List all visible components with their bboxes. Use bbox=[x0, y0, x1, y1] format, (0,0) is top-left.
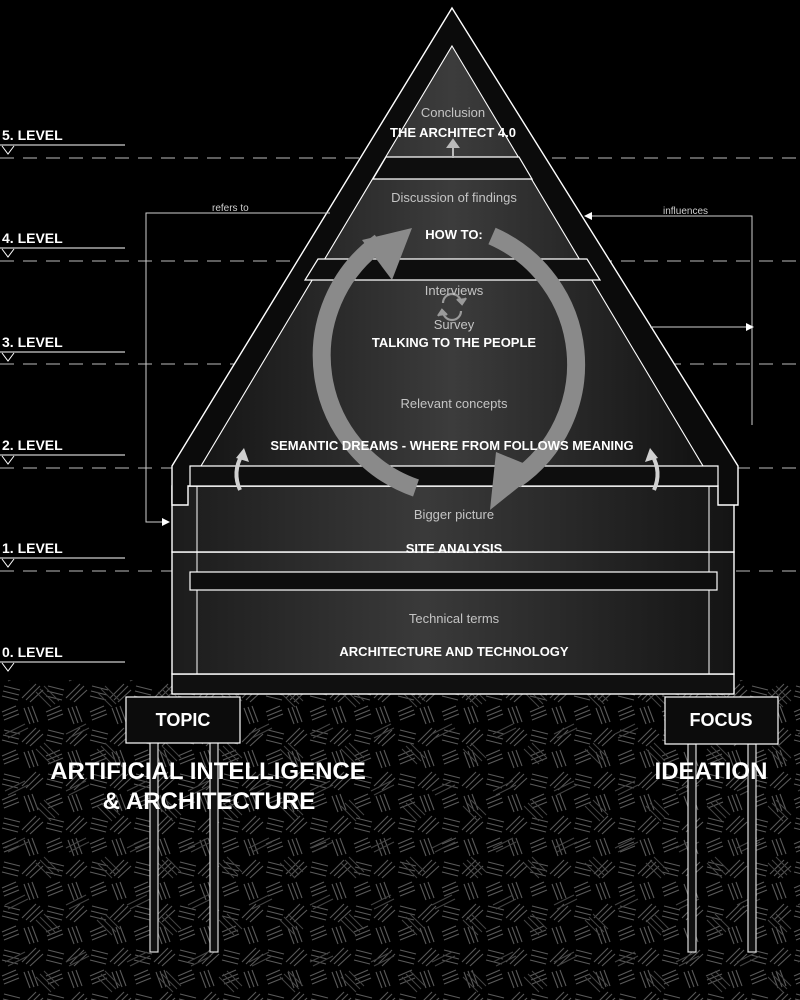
refers-to-label: refers to bbox=[212, 203, 249, 214]
focus-value: IDEATION bbox=[655, 758, 768, 785]
floor-3-title: TALKING TO THE PEOPLE bbox=[372, 335, 537, 350]
floor-4-subtitle: Discussion of findings bbox=[391, 190, 517, 205]
floor-1-title: SITE ANALYSIS bbox=[406, 541, 503, 556]
focus-sign-label: FOCUS bbox=[690, 710, 753, 730]
sync-icon bbox=[437, 292, 467, 322]
floor-4-title: HOW TO: bbox=[425, 227, 483, 242]
level-3-label: 3. LEVEL bbox=[2, 334, 63, 350]
refers-to-bracket bbox=[145, 212, 330, 526]
slab-4 bbox=[371, 156, 534, 180]
feedback-cycle-arrows bbox=[312, 227, 586, 510]
floor-2-title: SEMANTIC DREAMS - WHERE FROM FOLLOWS MEA… bbox=[270, 438, 633, 453]
topic-sign bbox=[125, 696, 241, 744]
topic-value-line-2: & ARCHITECTURE bbox=[103, 788, 315, 815]
foundation bbox=[171, 673, 735, 695]
level-markers bbox=[1, 145, 15, 672]
focus-sign bbox=[664, 696, 779, 745]
level-5-label: 5. LEVEL bbox=[2, 127, 63, 143]
topic-value-line-1: ARTIFICIAL INTELLIGENCE bbox=[50, 758, 366, 785]
level-1-label: 1. LEVEL bbox=[2, 540, 63, 556]
conclusion-up-arrow bbox=[446, 138, 460, 158]
topic-sign-label: TOPIC bbox=[156, 710, 211, 730]
floor-0-title: ARCHITECTURE AND TECHNOLOGY bbox=[339, 644, 569, 659]
level-lines bbox=[0, 144, 125, 663]
influences-bracket bbox=[584, 212, 754, 425]
floor-3-subtitle: Interviews bbox=[425, 283, 484, 298]
floor-2-subtitle: Relevant concepts bbox=[401, 396, 508, 411]
floor-5-subtitle: Conclusion bbox=[421, 105, 485, 120]
floor-5-title: THE ARCHITECT 4.0 bbox=[390, 125, 516, 140]
level-2-label: 2. LEVEL bbox=[2, 437, 63, 453]
floor-0-subtitle: Technical terms bbox=[409, 611, 500, 626]
first-floor bbox=[171, 485, 735, 553]
level-4-label: 4. LEVEL bbox=[2, 230, 63, 246]
slab-1 bbox=[189, 571, 718, 591]
floor-3-subtitle-2: Survey bbox=[434, 317, 475, 332]
slab-2 bbox=[189, 465, 719, 487]
floor-1-subtitle: Bigger picture bbox=[414, 507, 494, 522]
level-0-label: 0. LEVEL bbox=[2, 644, 63, 660]
influences-label: influences bbox=[663, 206, 708, 217]
